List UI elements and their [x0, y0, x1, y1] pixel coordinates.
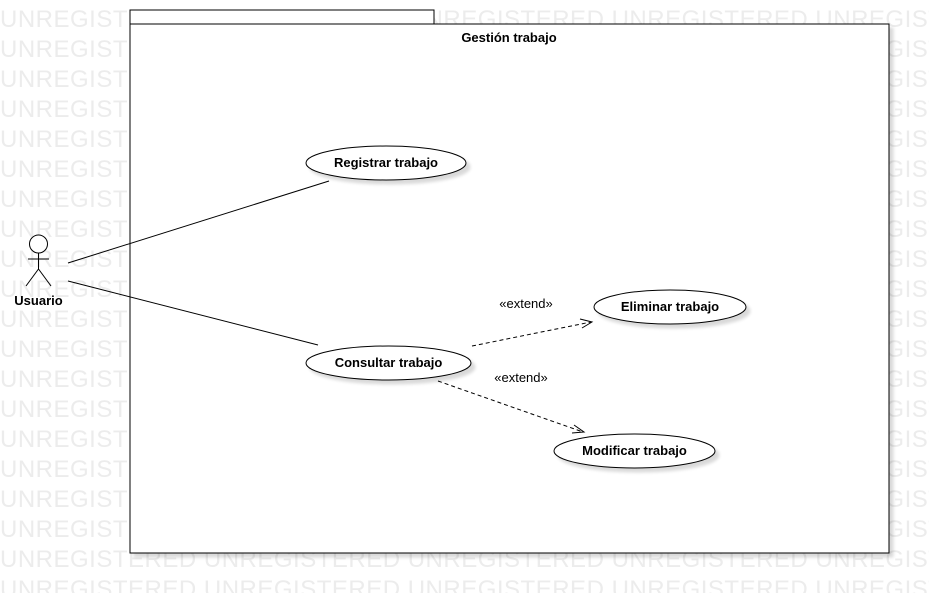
extend-eliminar[interactable]: «extend»: [471, 296, 594, 347]
use-case-ellipse: [593, 289, 747, 325]
extend-line: [437, 380, 584, 433]
extend-line: [471, 321, 592, 347]
use-case-consultar-trabajo[interactable]: Consultar trabajo: [305, 345, 472, 381]
use-case-label: Registrar trabajo: [334, 155, 438, 170]
use-case-label: Modificar trabajo: [582, 443, 687, 458]
system-boundary[interactable]: Gestión trabajo: [129, 9, 890, 554]
actor-label: Usuario: [14, 293, 62, 308]
use-case-registrar-trabajo[interactable]: Registrar trabajo: [305, 145, 467, 181]
use-case-ellipse: [553, 433, 716, 469]
use-case-label: Eliminar trabajo: [621, 299, 719, 314]
actor-leg-left: [25, 268, 39, 287]
association-usuario-registrar[interactable]: [67, 180, 330, 264]
extend-modificar[interactable]: «extend»: [437, 370, 586, 434]
use-case-ellipse: [305, 345, 472, 381]
use-case-eliminar-trabajo[interactable]: Eliminar trabajo: [593, 289, 747, 325]
extend-label: «extend»: [494, 370, 548, 385]
actor-leg-right: [38, 268, 52, 287]
system-tab: [129, 9, 435, 25]
use-case-ellipse: [305, 145, 467, 181]
association-usuario-consultar[interactable]: [67, 280, 319, 346]
actor-head: [29, 234, 48, 254]
extend-arrowhead: [579, 318, 594, 329]
use-case-modificar-trabajo[interactable]: Modificar trabajo: [553, 433, 716, 469]
actor-usuario[interactable]: Usuario: [14, 234, 63, 308]
extend-label: «extend»: [499, 296, 553, 311]
use-case-label: Consultar trabajo: [335, 355, 443, 370]
system-title: Gestión trabajo: [461, 30, 556, 45]
system-frame: [129, 23, 890, 554]
extend-arrowhead: [571, 424, 586, 434]
